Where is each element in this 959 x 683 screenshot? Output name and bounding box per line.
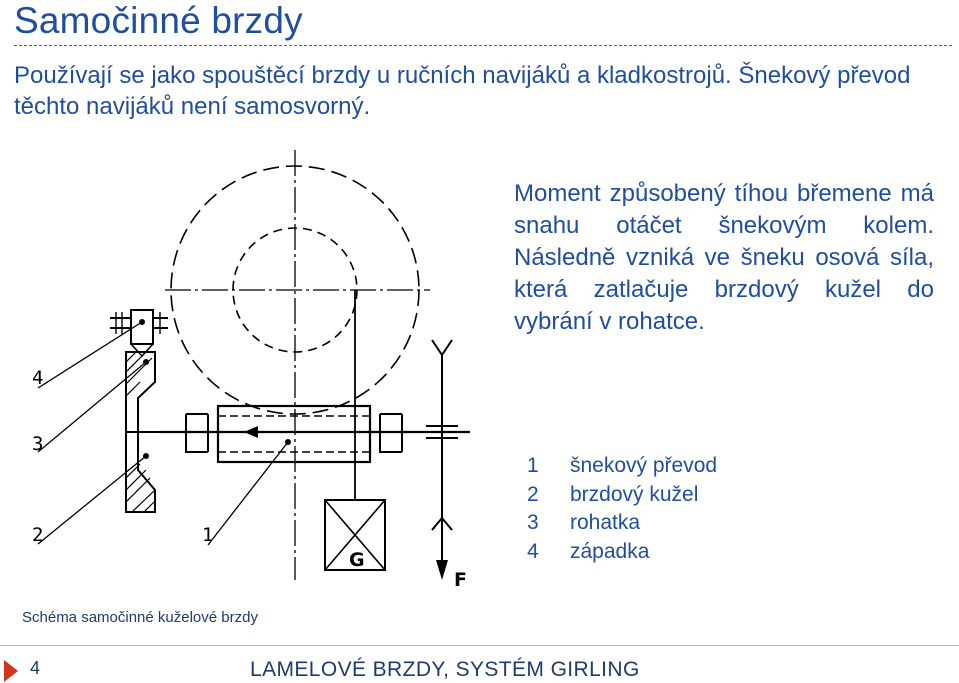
legend-number: 4 [527, 539, 539, 563]
worm-body [216, 404, 372, 464]
figure-caption: Schéma samočinné kuželové brzdy [22, 609, 258, 626]
weight-label: G [349, 549, 365, 571]
ratchet-body [125, 351, 156, 513]
force-label: F [454, 569, 467, 590]
legend-item: 1 šnekový převod [527, 452, 717, 481]
title-divider [14, 45, 952, 46]
legend-number: 3 [527, 511, 539, 534]
load-box [324, 499, 386, 571]
footer-title: LAMELOVÉ BRZDY, SYSTÉM GIRLING [250, 658, 640, 681]
slide-title: Samočinné brzdy [14, 0, 303, 41]
brake-scheme-drawing: 4 3 2 1 G F [32, 150, 470, 590]
legend-number: 1 [527, 454, 539, 477]
drawing-label-2: 2 [32, 524, 43, 546]
page-number: 4 [30, 658, 41, 678]
legend-item: 2 brzdový kužel [527, 481, 717, 510]
legend-text: šnekový převod [570, 454, 718, 477]
drawing-label-3: 3 [32, 433, 43, 455]
legend-text: západka [570, 539, 650, 563]
drawing-label-1: 1 [202, 524, 213, 546]
drawing-label-4: 4 [32, 367, 43, 389]
legend-text: rohatka [570, 511, 641, 534]
intro-text: Používají se jako spouštěcí brzdy u ručn… [14, 62, 911, 120]
legend-text: brzdový kužel [570, 482, 699, 506]
slide-marker-icon [4, 660, 18, 682]
legend-number: 2 [527, 482, 539, 506]
legend-item: 4 západka [527, 538, 717, 567]
legend-item: 3 rohatka [527, 509, 717, 538]
legend: 1 šnekový převod 2 brzdový kužel 3 rohat… [527, 452, 717, 566]
footer-divider [0, 645, 959, 646]
description-text: Moment způsobený tíhou břemene má snahu … [514, 180, 934, 335]
